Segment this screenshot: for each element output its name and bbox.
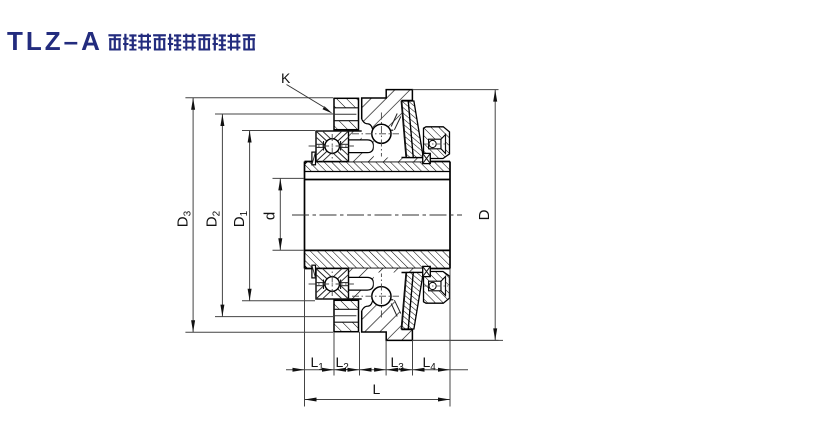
svg-text:L: L — [373, 381, 381, 397]
svg-text:D: D — [476, 209, 493, 220]
svg-text:d: d — [262, 212, 279, 220]
svg-text:TLZ–A: TLZ–A — [7, 26, 103, 56]
svg-text:K: K — [281, 70, 291, 86]
